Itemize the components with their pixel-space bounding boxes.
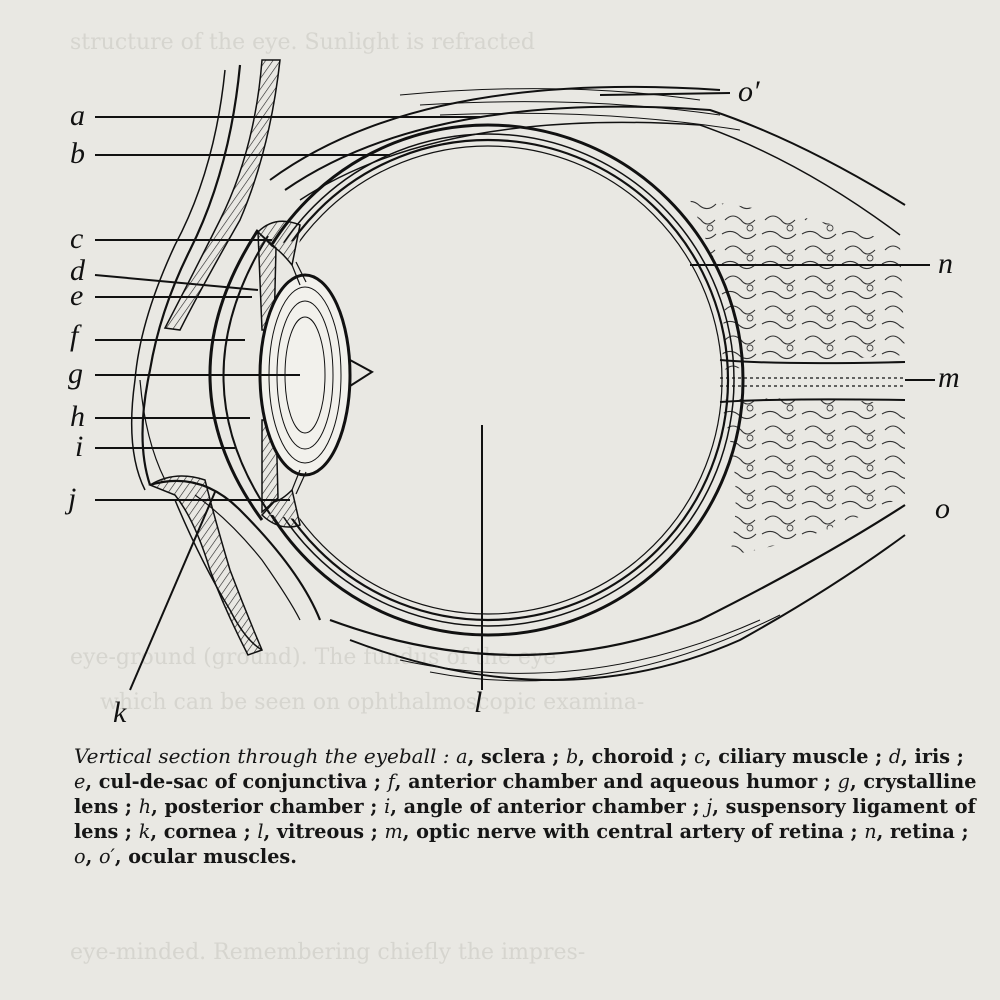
caption-entry: vitreous: [276, 820, 365, 843]
caption-key: i: [384, 795, 391, 818]
caption-key: f: [387, 770, 395, 793]
caption-title: Vertical section through the eyeball :: [74, 744, 450, 768]
label-m: m: [938, 361, 960, 394]
label-f: f: [70, 319, 82, 352]
label-b: b: [70, 137, 85, 170]
bleed-through-line: structure of the eye. Sunlight is refrac…: [70, 30, 535, 55]
label-j: j: [64, 482, 76, 515]
caption-key: o: [74, 845, 86, 868]
caption-entry: optic nerve with central artery of retin…: [416, 820, 844, 843]
upper-ocular-muscle: [269, 85, 906, 236]
label-d: d: [70, 254, 86, 287]
bleed-through-line: which can be seen on ophthalmoscopic exa…: [100, 690, 645, 715]
label-k: k: [113, 696, 127, 729]
bleed-through-line: eye-minded. Remembering chiefly the impr…: [70, 940, 586, 965]
optic-nerve: [719, 359, 906, 403]
caption-entry: choroid: [591, 745, 674, 768]
caption-key: m: [384, 820, 403, 843]
caption-key: k: [138, 820, 151, 843]
caption-entry: posterior chamber: [164, 795, 364, 818]
caption-key: o′: [98, 845, 115, 868]
caption-key: l: [257, 820, 264, 843]
caption-entry: ocular muscles.: [128, 845, 297, 868]
lower-eyelid: [148, 475, 322, 656]
caption-key: n: [864, 820, 877, 843]
caption-entry: angle of anterior chamber: [403, 795, 686, 818]
label-a: a: [70, 99, 85, 132]
caption-entry: cornea: [163, 820, 237, 843]
caption-entry: retina: [889, 820, 955, 843]
caption-key: d: [888, 745, 902, 768]
caption-entry: iris: [914, 745, 951, 768]
label-o: o: [935, 492, 950, 525]
diagram-labels: a b c d e f g h i j k l m n o o′: [64, 75, 960, 729]
eyeball-section-diagram: a b c d e f g h i j k l m n o o′: [64, 59, 960, 729]
caption-entry: anterior chamber and aqueous humor: [408, 770, 818, 793]
caption-key: e: [74, 770, 86, 793]
label-h: h: [70, 400, 85, 433]
label-l: l: [474, 686, 482, 719]
label-i: i: [75, 430, 83, 463]
caption-key: b: [565, 745, 579, 768]
caption-entry: sclera: [480, 745, 546, 768]
label-g: g: [68, 357, 83, 390]
caption-key: h: [138, 795, 152, 818]
upper-eyelid: [130, 59, 281, 491]
caption-key: j: [706, 795, 713, 818]
caption-key: c: [694, 745, 705, 768]
caption-entry: suspensory ligament of lens: [74, 795, 976, 843]
bleed-through-line: eye-ground (ground). The fundus of the e…: [70, 645, 557, 670]
caption-entry: crystalline lens: [74, 770, 977, 818]
label-o-prime: o′: [738, 75, 760, 108]
suspensory-ligament: [291, 261, 307, 495]
orbital-fat: [690, 200, 905, 555]
label-n: n: [938, 247, 953, 280]
caption-entry: ciliary muscle: [718, 745, 869, 768]
figure-caption: Vertical section through the eyeball : a…: [74, 744, 977, 868]
cornea: [208, 229, 271, 521]
label-c: c: [70, 222, 83, 255]
label-e: e: [70, 279, 83, 312]
lower-ocular-muscle: [329, 504, 906, 682]
leader-lines: [94, 92, 935, 691]
caption-key: a: [456, 745, 468, 768]
caption-key: g: [837, 770, 850, 793]
caption-entry: cul-de-sac of conjunctiva: [98, 770, 368, 793]
